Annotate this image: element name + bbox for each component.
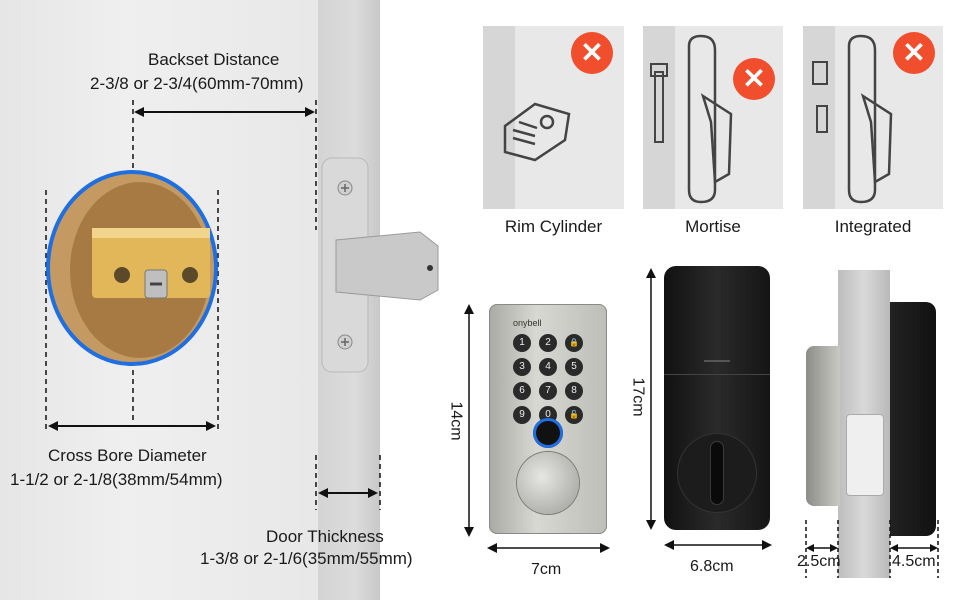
key-4[interactable]: 4 [539, 358, 557, 376]
key-1[interactable]: 1 [513, 334, 531, 352]
battery-cover-seam [664, 374, 770, 375]
interior-lock-body [664, 266, 770, 530]
backset-title: Backset Distance [148, 50, 280, 69]
mortise-icon [650, 34, 733, 204]
key-2[interactable]: 2 [539, 334, 557, 352]
integrated-label: Integrated [834, 217, 912, 236]
key-3[interactable]: 3 [513, 358, 531, 376]
brand-logo: onybell [513, 318, 542, 328]
x-icon: ✕ [733, 58, 775, 100]
exterior-depth: 2.5cm [797, 553, 841, 570]
key-5[interactable]: 5 [565, 358, 583, 376]
keypad-lock-body: onybell 1 2 🔒 3 4 5 6 7 8 9 0 🔓 [489, 304, 607, 534]
key-9[interactable]: 9 [513, 406, 531, 424]
vent-icon [704, 360, 730, 372]
backset-value: 2-3/8 or 2-3/4(60mm-70mm) [90, 74, 304, 93]
key-lock[interactable]: 🔒 [565, 334, 583, 352]
exterior-width: 7cm [531, 561, 562, 578]
card-rim-cylinder: ✕ [483, 26, 624, 209]
keypad: 1 2 🔒 3 4 5 6 7 8 9 0 🔓 [513, 334, 585, 424]
side-interior-unit [890, 302, 936, 536]
door-thickness-value: 1-3/8 or 2-1/6(35mm/55mm) [200, 549, 413, 568]
card-mortise: ✕ [643, 26, 783, 209]
rim-cylinder-icon [503, 102, 571, 162]
side-exterior-unit [806, 346, 840, 506]
side-latch-plate [846, 414, 884, 496]
key-unlock[interactable]: 🔓 [565, 406, 583, 424]
cross-bore-value: 1-1/2 or 2-1/8(38mm/54mm) [10, 470, 223, 489]
key-6[interactable]: 6 [513, 382, 531, 400]
key-7[interactable]: 7 [539, 382, 557, 400]
thumb-turn-interior[interactable] [678, 434, 756, 512]
x-icon: ✕ [571, 32, 613, 74]
thumb-turn-knob[interactable] [517, 452, 579, 514]
integrated-icon [812, 34, 893, 204]
cross-bore-title: Cross Bore Diameter [48, 446, 207, 465]
key-8[interactable]: 8 [565, 382, 583, 400]
door-thickness-title: Door Thickness [266, 527, 384, 546]
interior-width: 6.8cm [690, 558, 734, 575]
interior-depth: 4.5cm [892, 553, 936, 570]
rim-cylinder-label: Rim Cylinder [504, 217, 603, 236]
mortise-label: Mortise [685, 217, 741, 236]
fingerprint-sensor-icon[interactable] [533, 418, 563, 448]
card-integrated: ✕ [803, 26, 943, 209]
x-icon: ✕ [893, 32, 935, 74]
